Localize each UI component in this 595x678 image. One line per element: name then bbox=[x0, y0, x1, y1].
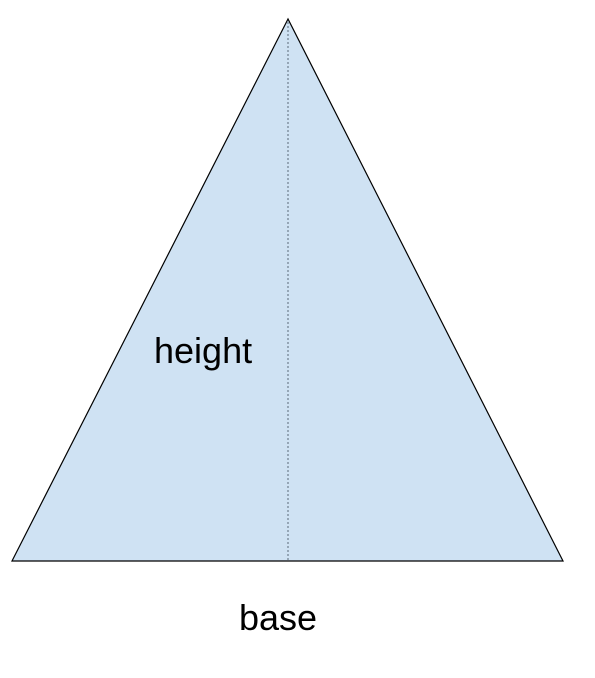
height-label: height bbox=[154, 330, 252, 371]
base-label: base bbox=[239, 597, 317, 638]
